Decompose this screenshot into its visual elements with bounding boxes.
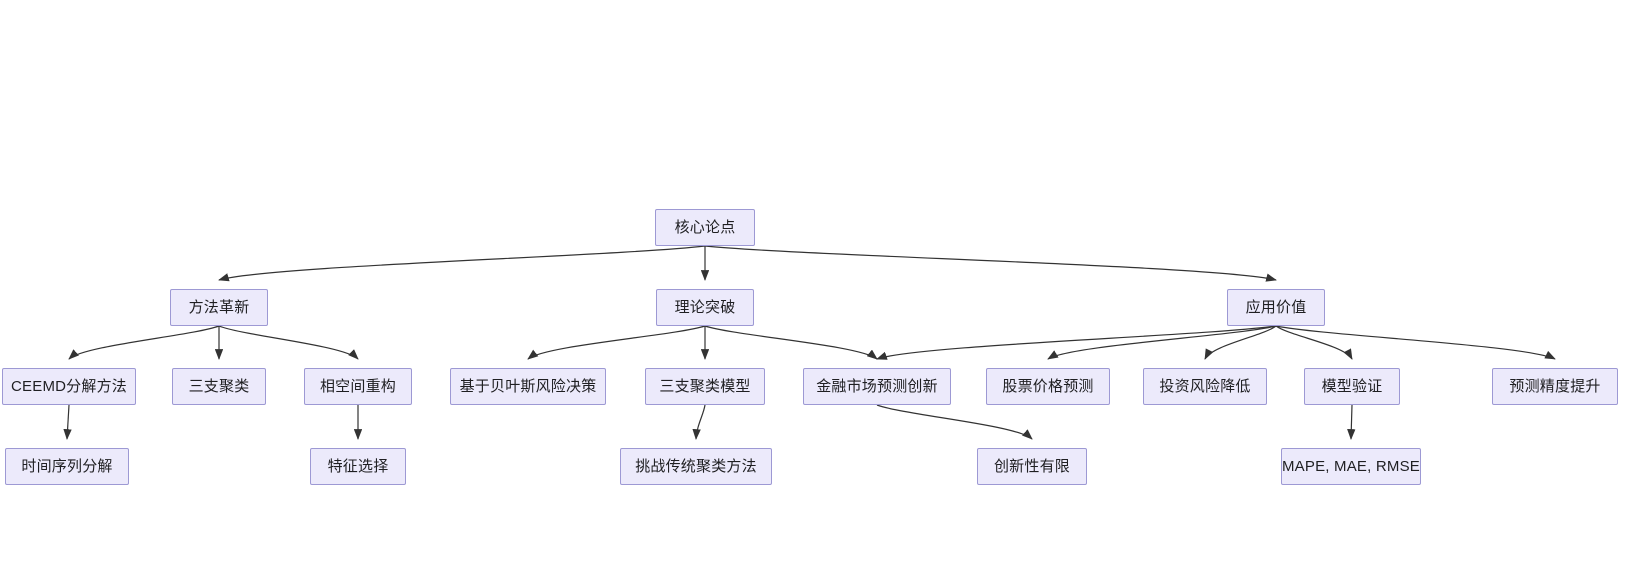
flow-node-l2a[interactable]: 方法革新	[170, 289, 268, 326]
flow-node-l3e[interactable]: 三支聚类模型	[645, 368, 765, 405]
flow-node-label: 核心论点	[674, 219, 736, 236]
flow-node-root[interactable]: 核心论点	[655, 209, 755, 246]
flow-node-label: 特征选择	[327, 458, 389, 475]
flow-node-label: 基于贝叶斯风险决策	[459, 378, 597, 395]
flow-node-l3d[interactable]: 基于贝叶斯风险决策	[450, 368, 606, 405]
flow-node-l4d[interactable]: 创新性有限	[977, 448, 1087, 485]
flow-node-l4e[interactable]: MAPE, MAE, RMSE	[1281, 448, 1421, 485]
flow-node-label: 股票价格预测	[1002, 378, 1094, 395]
flow-node-label: 创新性有限	[993, 458, 1070, 475]
flow-node-label: CEEMD分解方法	[11, 378, 127, 395]
flow-node-l2b[interactable]: 理论突破	[656, 289, 754, 326]
flow-node-l3a[interactable]: CEEMD分解方法	[2, 368, 136, 405]
flow-node-label: 三支聚类	[188, 378, 250, 395]
flow-node-label: 金融市场预测创新	[816, 378, 938, 395]
flow-node-l2c[interactable]: 应用价值	[1227, 289, 1325, 326]
flow-node-l3i[interactable]: 模型验证	[1304, 368, 1400, 405]
flow-node-l4c[interactable]: 挑战传统聚类方法	[620, 448, 772, 485]
flow-node-label: 应用价值	[1245, 299, 1307, 316]
flow-node-label: MAPE, MAE, RMSE	[1281, 458, 1421, 475]
flow-node-label: 理论突破	[674, 299, 736, 316]
flow-node-l4a[interactable]: 时间序列分解	[5, 448, 129, 485]
flow-node-l4b[interactable]: 特征选择	[310, 448, 406, 485]
flow-node-l3b[interactable]: 三支聚类	[172, 368, 266, 405]
flow-node-l3c[interactable]: 相空间重构	[304, 368, 412, 405]
flow-node-l3j[interactable]: 预测精度提升	[1492, 368, 1618, 405]
flow-node-label: 挑战传统聚类方法	[635, 458, 757, 475]
flow-node-label: 方法革新	[188, 299, 250, 316]
flow-node-l3g[interactable]: 股票价格预测	[986, 368, 1110, 405]
flow-node-label: 预测精度提升	[1509, 378, 1601, 395]
flow-node-l3h[interactable]: 投资风险降低	[1143, 368, 1267, 405]
flow-node-label: 相空间重构	[319, 378, 396, 395]
flow-node-l3f[interactable]: 金融市场预测创新	[803, 368, 951, 405]
flow-node-label: 模型验证	[1321, 378, 1383, 395]
flow-node-label: 时间序列分解	[21, 458, 113, 475]
flow-node-label: 三支聚类模型	[659, 378, 751, 395]
flow-node-label: 投资风险降低	[1159, 378, 1251, 395]
